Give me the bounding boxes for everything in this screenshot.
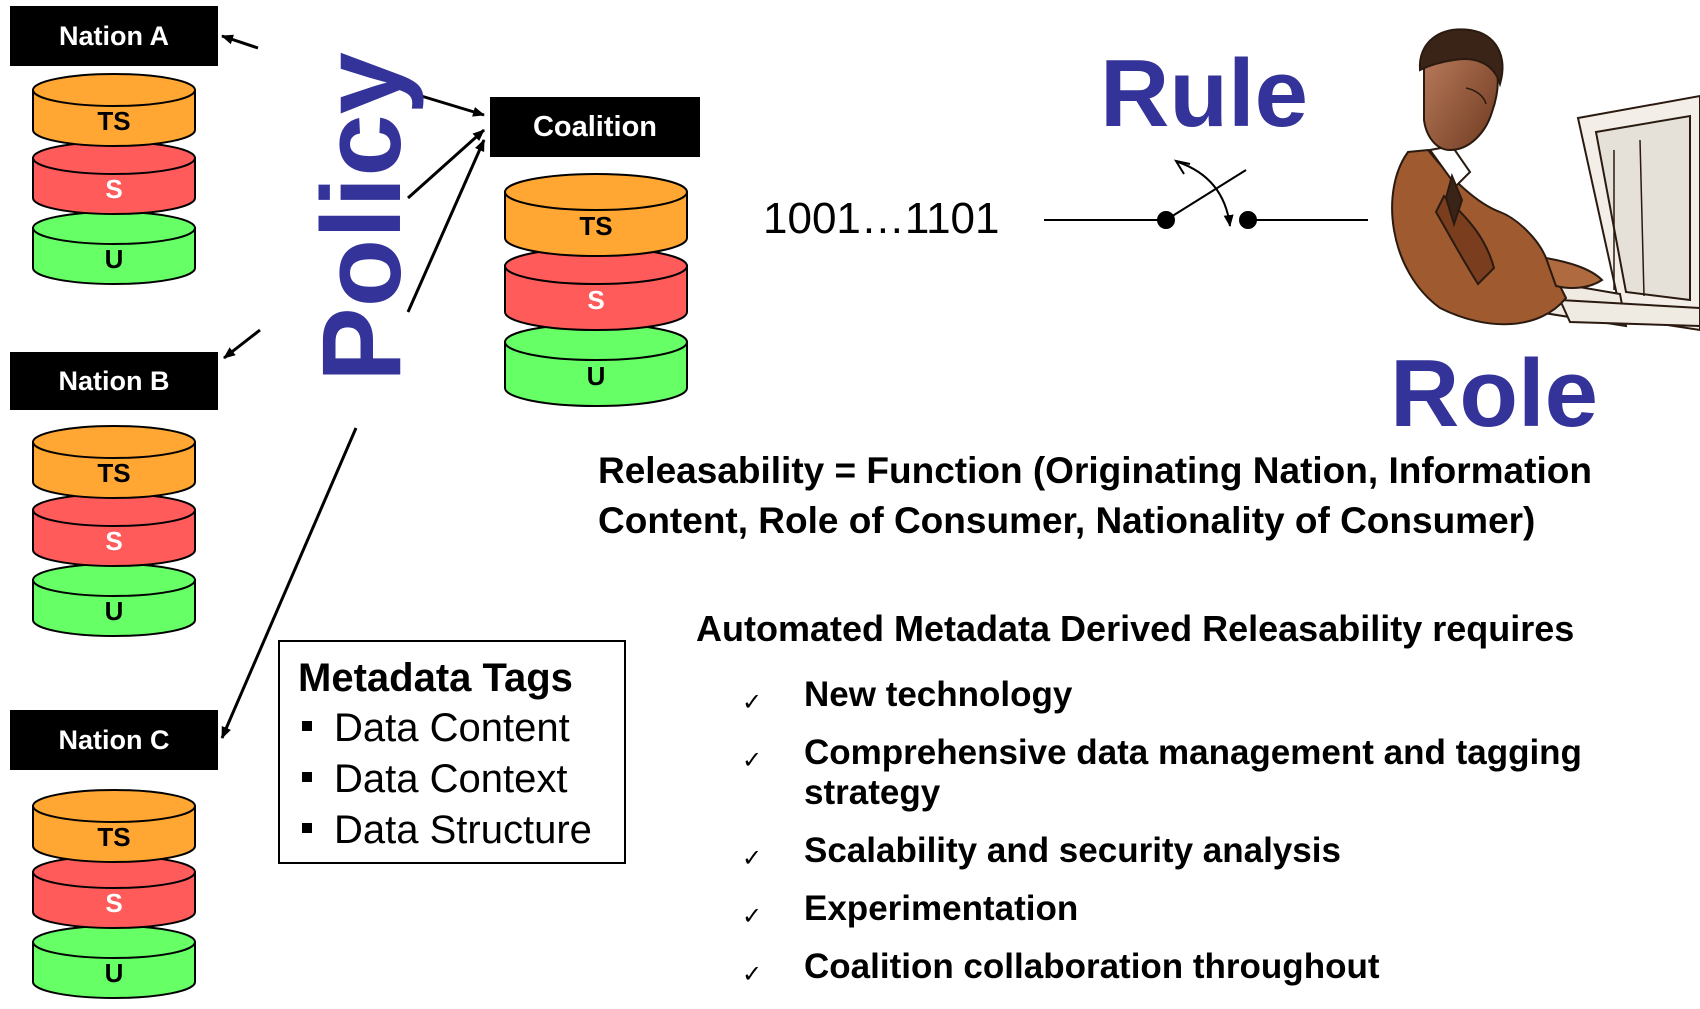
metadata-item: Data Context <box>302 757 567 802</box>
coalition-u-layer: U <box>504 323 688 407</box>
switch-motion-arrow <box>1177 161 1234 227</box>
checkmark-icon: ✓ <box>742 747 763 774</box>
nation-b-ts-text: TS <box>97 458 130 488</box>
coalition-s-layer: S <box>504 247 688 331</box>
bit-string: 1001…1101 <box>763 194 1000 243</box>
metadata-tags-box: Metadata Tags Data Content Data Context … <box>278 640 626 864</box>
coalition-s-text: S <box>587 285 604 315</box>
nation-a-u-layer: U <box>32 211 196 285</box>
arrow-policy-coalition-3 <box>406 139 486 313</box>
nation-a-s-text: S <box>105 174 122 204</box>
metadata-item: Data Structure <box>302 808 592 853</box>
releasability-formula: Releasability = Function (Originating Na… <box>598 446 1700 546</box>
arrow-to-nation-a <box>221 34 259 50</box>
nation-c-ts-layer: TS <box>32 789 196 863</box>
nation-b-s-text: S <box>105 526 122 556</box>
bullet-icon <box>302 721 312 732</box>
bullet-icon <box>302 823 312 834</box>
checkmark-icon: ✓ <box>742 689 763 716</box>
nation-a-u-text: U <box>105 244 124 274</box>
bullet-icon <box>302 772 312 783</box>
switch-motion-arrowhead <box>1173 159 1191 175</box>
coalition-ts-layer: TS <box>504 173 688 257</box>
nation-c-s-text: S <box>105 888 122 918</box>
switch-lever <box>1165 169 1247 221</box>
person-at-computer-icon <box>1391 28 1700 332</box>
nation-a-ts-text: TS <box>97 106 130 136</box>
coalition-label: Coalition <box>490 97 700 157</box>
checkmark-icon: ✓ <box>742 903 763 930</box>
coalition-ts-text: TS <box>579 211 612 241</box>
nation-b-s-layer: S <box>32 493 196 567</box>
formula-line-1: Releasability = Function (Originating Na… <box>598 450 1592 491</box>
nation-c-s-layer: S <box>32 855 196 929</box>
rule-switch <box>1044 159 1368 229</box>
checkmark-icon: ✓ <box>742 961 763 988</box>
policy-text: Policy <box>299 52 424 382</box>
nation-c-u-text: U <box>105 958 124 988</box>
policy-label: Policy <box>292 52 432 382</box>
nation-b-u-text: U <box>105 596 124 626</box>
nation-c-ts-text: TS <box>97 822 130 852</box>
metadata-item: Data Content <box>302 706 570 751</box>
arrow-to-nation-b <box>223 328 261 360</box>
nation-c-label: Nation C <box>10 710 218 770</box>
requirements-heading: Automated Metadata Derived Releasability… <box>696 608 1575 649</box>
database-stacks: U S TS U S TS U S TS U S TS <box>32 73 688 999</box>
nation-a-s-layer: S <box>32 141 196 215</box>
nation-c-u-layer: U <box>32 925 196 999</box>
formula-line-2: Content, Role of Consumer, Nationality o… <box>598 500 1536 541</box>
nation-b-ts-layer: TS <box>32 425 196 499</box>
metadata-title: Metadata Tags <box>298 656 573 700</box>
nation-b-label: Nation B <box>10 352 218 410</box>
arrow-policy-coalition-1 <box>407 90 485 117</box>
arrow-policy-coalition-2 <box>406 128 486 200</box>
rule-label: Rule <box>1100 40 1309 147</box>
role-label: Role <box>1390 340 1599 447</box>
policy-arrows <box>220 34 486 739</box>
coalition-u-text: U <box>587 361 606 391</box>
nation-a-label: Nation A <box>10 6 218 66</box>
checkmark-icon: ✓ <box>742 845 763 872</box>
nation-a-ts-layer: TS <box>32 73 196 147</box>
nation-b-u-layer: U <box>32 563 196 637</box>
arrow-to-nation-c <box>220 427 358 739</box>
